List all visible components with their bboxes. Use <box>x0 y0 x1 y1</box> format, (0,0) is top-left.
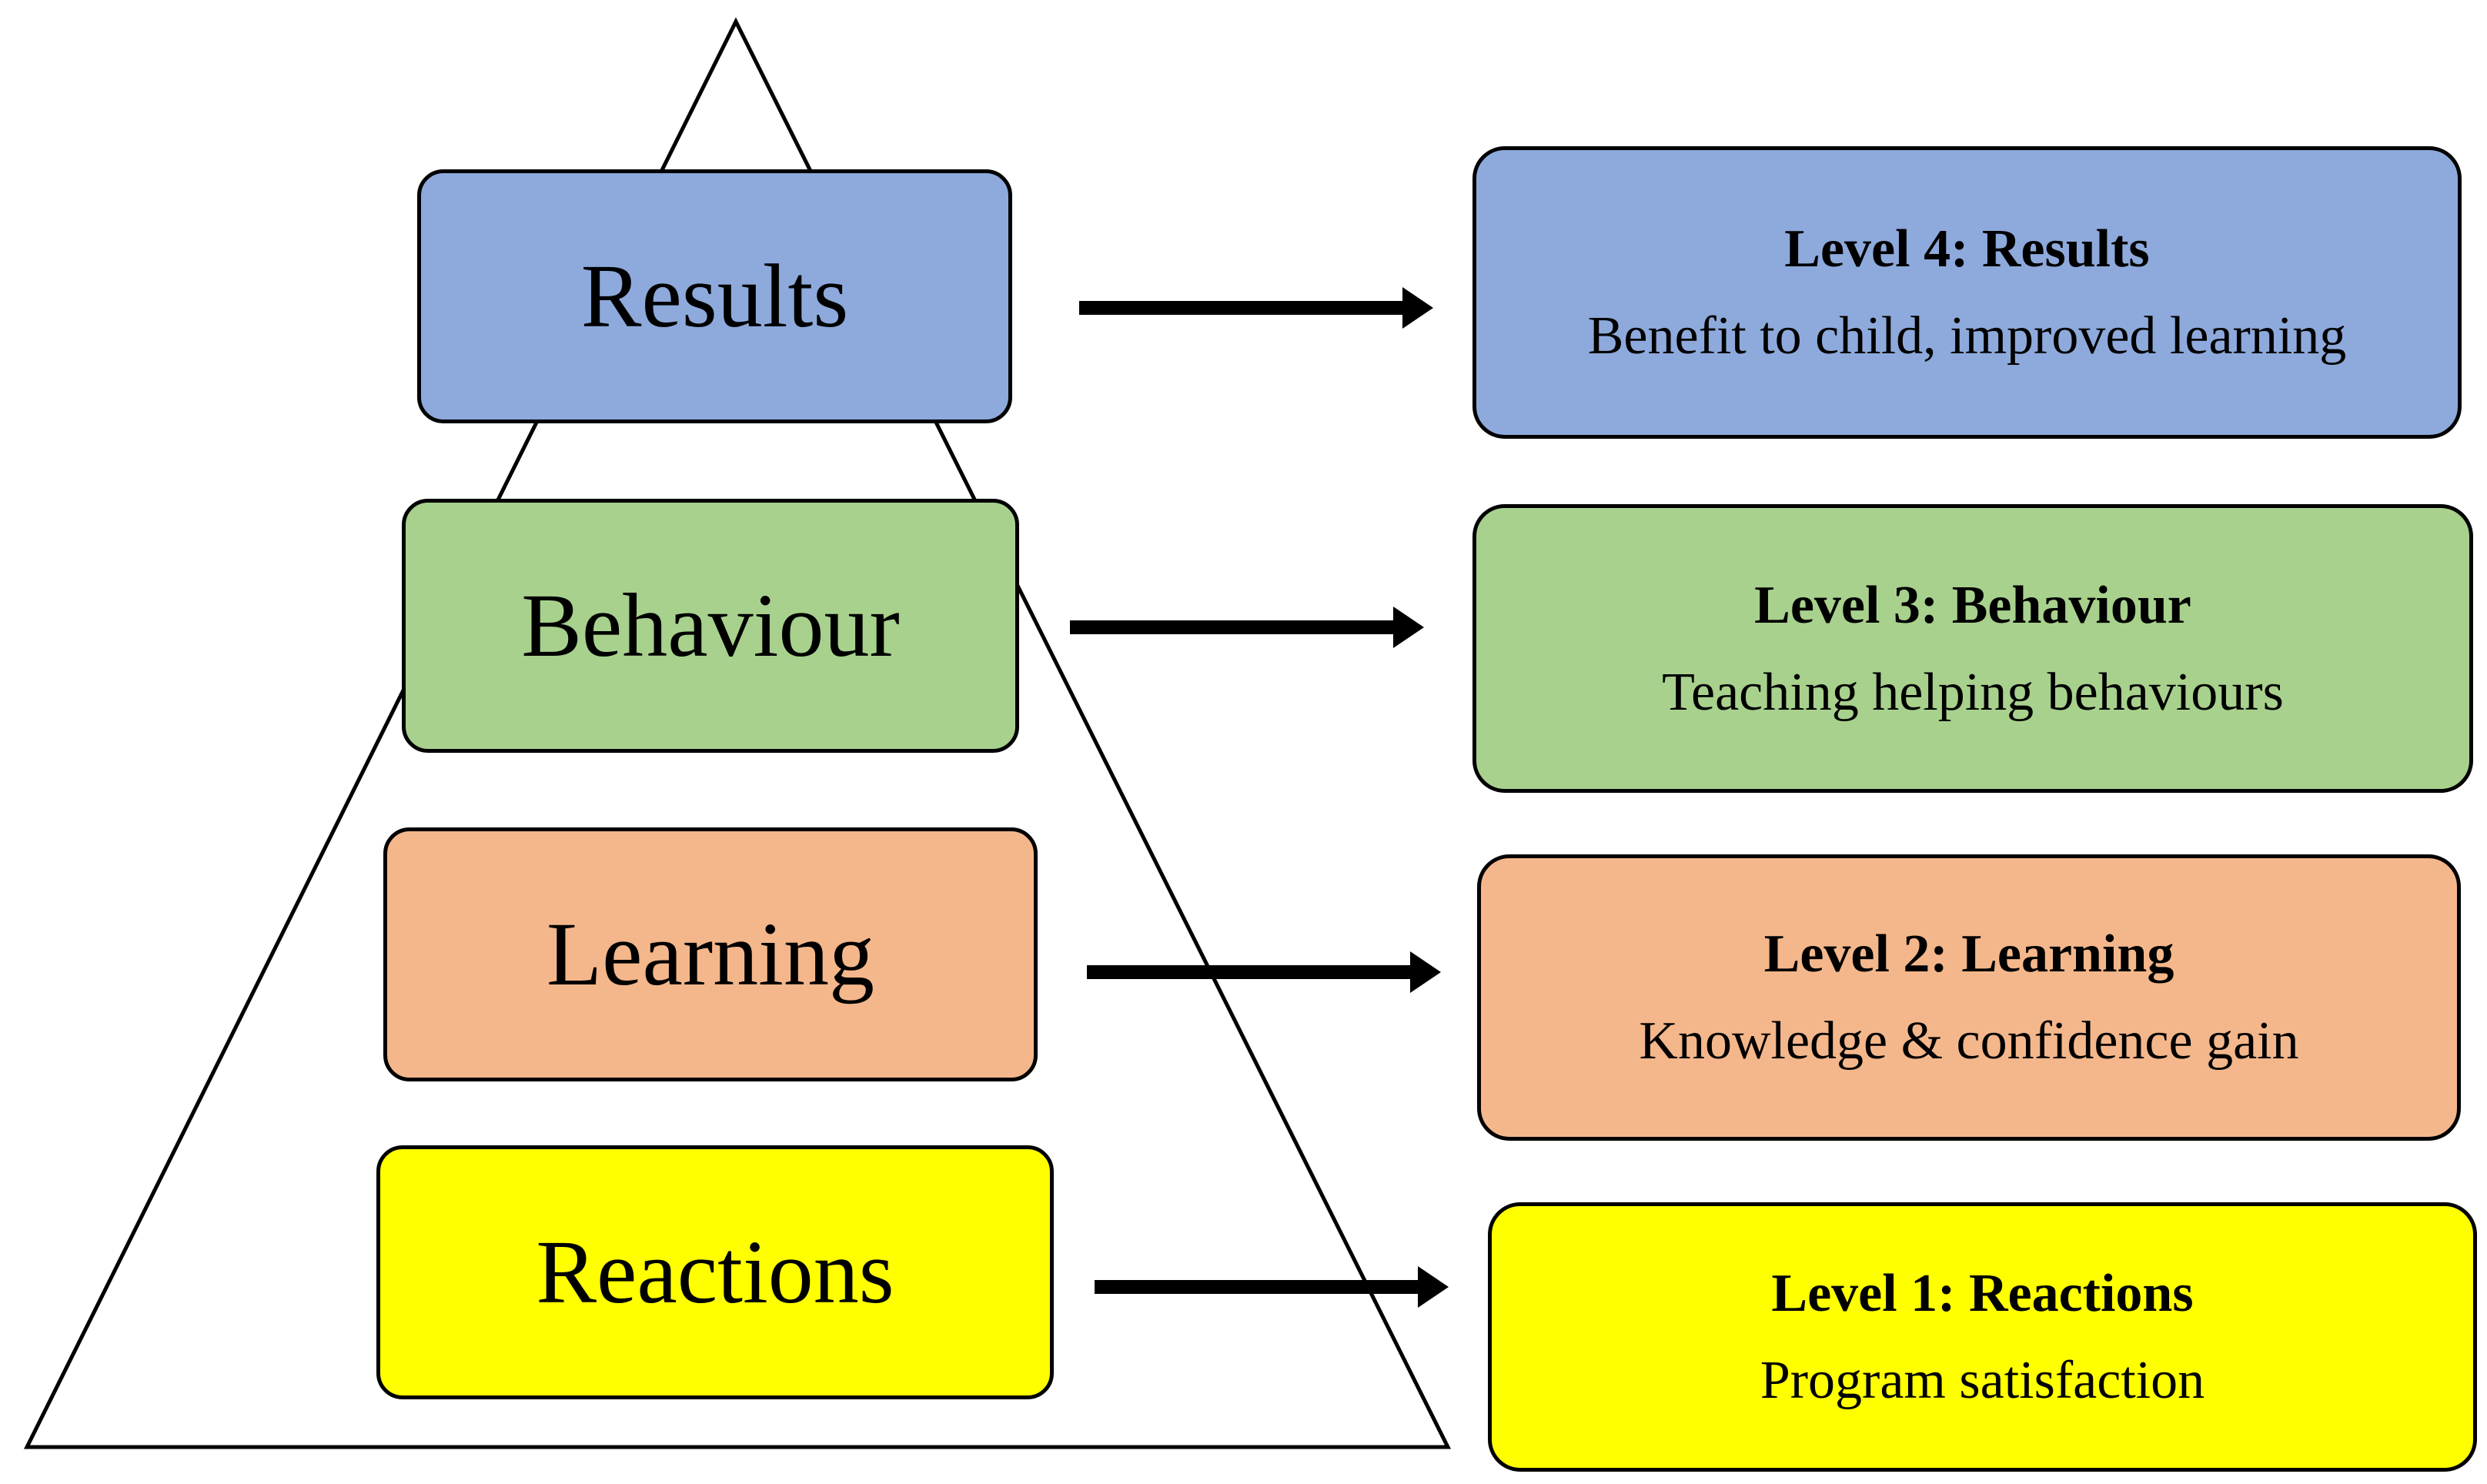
level-2-box: Level 2: Learning Knowledge & confidence… <box>1477 854 2461 1141</box>
level-description: Knowledge & confidence gain <box>1639 1011 2299 1071</box>
pyramid-level-results: Results <box>417 169 1012 423</box>
arrowhead-icon <box>1393 607 1424 648</box>
level-description: Program satisfaction <box>1760 1351 2205 1410</box>
arrow-learning <box>1087 951 1441 993</box>
level-title: Level 3: Behaviour <box>1754 575 2191 635</box>
level-title: Level 1: Reactions <box>1771 1264 2194 1323</box>
level-description: Benefit to child, improved learning <box>1587 306 2347 366</box>
arrow-results <box>1079 287 1433 329</box>
pyramid-level-label: Results <box>580 246 849 346</box>
pyramid-level-reactions: Reactions <box>376 1145 1054 1399</box>
pyramid-level-label: Behaviour <box>521 575 900 676</box>
arrowhead-icon <box>1402 287 1433 329</box>
arrowhead-icon <box>1410 951 1441 993</box>
level-4-box: Level 4: Results Benefit to child, impro… <box>1472 146 2462 439</box>
level-description: Teaching helping behaviours <box>1662 662 2284 722</box>
arrowhead-icon <box>1418 1266 1449 1308</box>
arrow-behaviour <box>1070 607 1424 648</box>
pyramid-level-label: Reactions <box>536 1222 894 1322</box>
level-title: Level 2: Learning <box>1763 924 2174 984</box>
arrow-reactions <box>1095 1266 1449 1308</box>
level-3-box: Level 3: Behaviour Teaching helping beha… <box>1472 504 2473 793</box>
level-title: Level 4: Results <box>1784 219 2150 279</box>
pyramid-level-label: Learning <box>547 904 874 1004</box>
pyramid-level-behaviour: Behaviour <box>402 499 1019 753</box>
pyramid-level-learning: Learning <box>383 827 1038 1081</box>
level-1-box: Level 1: Reactions Program satisfaction <box>1488 1202 2477 1472</box>
